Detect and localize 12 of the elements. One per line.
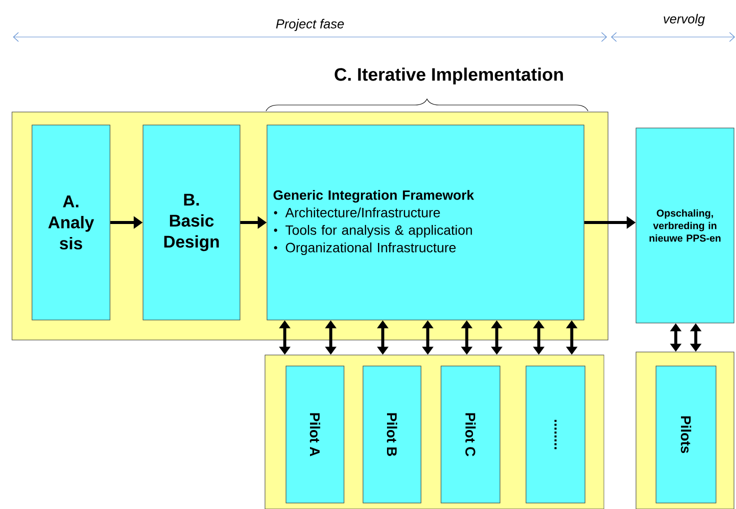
pilot-box: Pilots xyxy=(656,366,716,504)
process-box: Opschaling, verbreding in nieuwe PPS-en xyxy=(636,128,734,324)
pilot-box: Pilot A xyxy=(286,366,344,504)
phase-label: Project fase xyxy=(276,18,344,32)
pilot-box: ........ xyxy=(526,366,586,504)
pilot-box: Pilot B xyxy=(362,366,422,504)
process-box: B. Basic Design xyxy=(142,124,240,320)
process-box: A. Analy sis xyxy=(32,124,110,320)
phase-label: vervolg xyxy=(664,14,705,26)
framework-box: Generic Integration Framework Architecture/Infrastructure Tools for analysis & application Organizational Infrastructure xyxy=(266,124,584,320)
heading: C. Iterative Implementation xyxy=(334,68,563,84)
pilot-box: Pilot C xyxy=(440,366,500,504)
